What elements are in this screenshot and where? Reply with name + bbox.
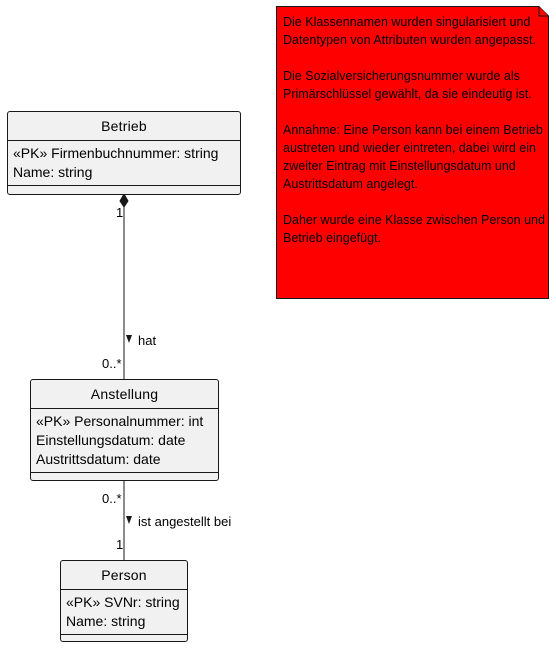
multiplicity-label: 0..* [102, 356, 122, 371]
composition-diamond-icon [119, 192, 129, 208]
note-paragraph: Annahme: Eine Person kann bei einem Betr… [283, 123, 543, 191]
note-paragraph: Die Sozialversicherungsnummer wurde als … [283, 69, 532, 101]
attribute: «PK» Personalnummer: int [36, 413, 204, 429]
attribute: Name: string [13, 164, 93, 180]
class-methods [31, 472, 218, 480]
note-paragraph: Die Klassennamen wurden singularisiert u… [283, 15, 536, 47]
class-betrieb[interactable]: Betrieb «PK» Firmenbuchnummer: string Na… [7, 111, 241, 195]
attribute: Name: string [66, 613, 146, 629]
class-name: Anstellung [90, 386, 159, 402]
multiplicity-label: 1 [116, 537, 124, 552]
class-person[interactable]: Person «PK» SVNr: string Name: string [60, 560, 188, 642]
class-attributes: «PK» Personalnummer: int Einstellungsdat… [31, 408, 218, 472]
class-name: Person [101, 567, 147, 583]
direction-arrow-icon [126, 335, 132, 343]
multiplicity-label: 0..* [102, 491, 122, 506]
relation-label: hat [138, 333, 157, 348]
class-methods [61, 634, 187, 642]
attribute: «PK» SVNr: string [66, 594, 180, 610]
class-anstellung[interactable]: Anstellung «PK» Personalnummer: int Eins… [30, 379, 219, 481]
class-name: Betrieb [101, 118, 147, 134]
multiplicity-label: 1 [116, 205, 124, 220]
class-attributes: «PK» Firmenbuchnummer: string Name: stri… [8, 140, 240, 185]
attribute: Einstellungsdatum: date [36, 432, 186, 448]
class-methods [8, 185, 240, 193]
class-attributes: «PK» SVNr: string Name: string [61, 589, 187, 634]
attribute: Austrittsdatum: date [36, 451, 161, 467]
note-paragraph: Daher wurde eine Klasse zwischen Person … [283, 213, 545, 245]
note[interactable]: Die Klassennamen wurden singularisiert u… [276, 6, 549, 299]
note-shape [276, 6, 549, 299]
note-text: Die Klassennamen wurden singularisiert u… [283, 13, 545, 247]
relation-label: ist angestellt bei [138, 514, 232, 529]
direction-arrow-icon [126, 516, 132, 524]
attribute: «PK» Firmenbuchnummer: string [13, 145, 219, 161]
